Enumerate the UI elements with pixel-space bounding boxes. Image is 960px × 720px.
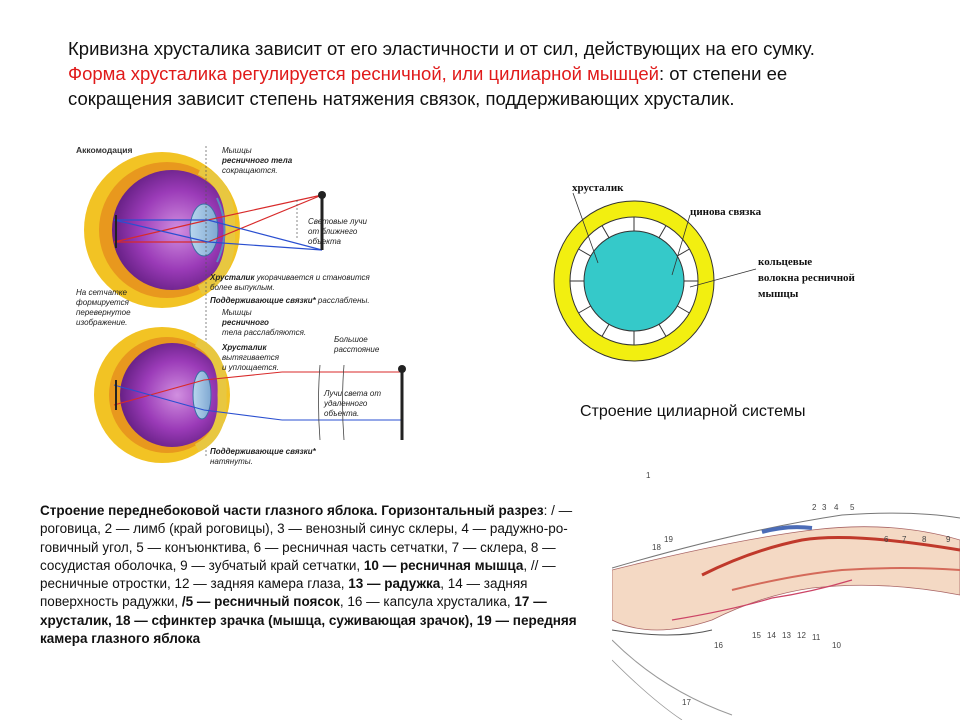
legend-segment: , 16 — капсула хрусталика, bbox=[339, 594, 515, 610]
top-rays-l1: Световые лучи bbox=[308, 217, 367, 226]
section-number-11: 11 bbox=[812, 633, 821, 642]
top-rays-l2: от ближнего bbox=[308, 227, 358, 236]
zonule-fiber bbox=[658, 225, 667, 238]
bottom-ligament-text: натянуты. bbox=[210, 457, 253, 466]
section-number-12: 12 bbox=[797, 631, 806, 640]
intro-part1: Кривизна хрусталика зависит от его эласт… bbox=[68, 38, 815, 59]
intro-part2: : от степени ее сокращения зависит степе… bbox=[68, 63, 788, 109]
distance-l2: расстояние bbox=[333, 345, 380, 354]
bottom-ligament-label: Поддерживающие связки* bbox=[210, 447, 317, 456]
label-zonule: цинова связка bbox=[690, 206, 762, 218]
zonule-fiber bbox=[601, 225, 610, 238]
ciliary-caption: Строение цилиарной системы bbox=[580, 403, 806, 420]
label-ring-l1: кольцевые bbox=[758, 256, 812, 268]
svg-text:Мышцы ресничного тела: Мышцы ресничного тела сокращаются. bbox=[221, 146, 294, 175]
top-muscle-l1: Мышцы bbox=[222, 146, 252, 155]
svg-text:кольцевые волокна реснично: кольцевые волокна ресничной мышцы bbox=[758, 256, 858, 300]
top-ligament-label: Поддерживающие связки* bbox=[210, 296, 317, 305]
top-muscle-l3: сокращаются. bbox=[222, 166, 278, 175]
section-number-16: 16 bbox=[714, 641, 723, 650]
legend-segment: 10 — ресничная мышца bbox=[363, 557, 524, 573]
zonule-fiber bbox=[677, 248, 690, 257]
svg-text:Хрусталик укорачивается и стан: Хрусталик укорачивается и становится бол… bbox=[209, 273, 372, 305]
legend-segment: Строение переднебоковой части глазного я… bbox=[40, 503, 544, 518]
section-number-1: 1 bbox=[646, 471, 651, 480]
zonule-fiber bbox=[578, 248, 591, 257]
legend-segment: /5 — ресничный поясок bbox=[181, 594, 340, 610]
section-number-17: 17 bbox=[682, 698, 691, 707]
svg-text:Хрусталик вытягивается: Хрусталик вытягивается и уплощается. bbox=[221, 343, 281, 372]
zonule-fiber bbox=[677, 305, 690, 314]
top-rays-l3: объекта bbox=[308, 237, 342, 246]
section-number-10: 10 bbox=[832, 641, 841, 650]
label-ring-l2: волокна ресничной bbox=[758, 272, 856, 284]
distance-l1: Большое bbox=[334, 335, 368, 344]
lens-circle bbox=[583, 230, 685, 332]
accommodation-figure: Аккомодация Мышцы ресничного тела сокращ… bbox=[76, 145, 406, 466]
legend-segment: , 14 — задняя поверхность радужки, bbox=[40, 576, 528, 610]
bottom-lens-l3: и уплощается. bbox=[222, 363, 279, 372]
bottom-rays-l3: объекта. bbox=[324, 409, 359, 418]
svg-text:Мышцы ресничного тела: Мышцы ресничного тела расслабляются. bbox=[221, 308, 306, 337]
svg-text:Поддерживающие связки* нат: Поддерживающие связки* натянуты. bbox=[210, 447, 318, 466]
legend-segment: 17 — хрусталик, 18 — сфинктер зрачка bbox=[40, 594, 547, 628]
section-number-9: 9 bbox=[946, 535, 951, 544]
section-number-3: 3 bbox=[822, 503, 827, 512]
top-muscle-l2: ресничного тела bbox=[221, 156, 293, 165]
ciliary-system-diagram: хрусталик цинова связка кольцевые волокн… bbox=[553, 182, 858, 362]
svg-text:Большое расстояние: Большое расстояние bbox=[333, 335, 380, 354]
svg-text:Световые лучи от ближнего: Световые лучи от ближнего объекта bbox=[308, 217, 369, 246]
intro-highlight: Форма хрусталика регулируется ресничной,… bbox=[68, 63, 660, 84]
zonule-fiber bbox=[578, 305, 591, 314]
top-lens-label: Хрусталик bbox=[209, 273, 255, 282]
legend-segment: 13 — радужка bbox=[348, 576, 441, 592]
eye-far-illustration bbox=[94, 327, 406, 463]
top-lens-text: укорачивается и становится bbox=[255, 273, 371, 282]
bottom-lens-l2: вытягивается bbox=[222, 353, 280, 362]
legend-segment: , // — ресничные отростки, 12 — задняя к… bbox=[40, 557, 556, 592]
eye-near-illustration bbox=[84, 152, 326, 308]
label-ring-l3: мышцы bbox=[758, 288, 799, 300]
bottom-rays-l1: Лучи света от bbox=[323, 389, 381, 398]
retina-l2: формируется bbox=[76, 298, 130, 307]
section-number-6: 6 bbox=[884, 535, 889, 544]
section-number-7: 7 bbox=[902, 535, 907, 544]
zonule-fiber bbox=[601, 324, 610, 337]
section-number-4: 4 bbox=[834, 503, 839, 512]
retina-l4: изображение. bbox=[76, 318, 127, 327]
retina-l3: перевернутое bbox=[76, 308, 131, 317]
svg-text:Лучи света от удаленного: Лучи света от удаленного объекта. bbox=[323, 389, 383, 418]
label-lens: хрусталик bbox=[572, 182, 624, 194]
legend-segment: (мышца, суживающая зрачок), 19 — передня… bbox=[40, 612, 577, 647]
retina-l1: На сетчатке bbox=[76, 288, 128, 297]
zonule-fibers bbox=[570, 217, 698, 345]
svg-text:На сетчатке формируется: На сетчатке формируется перевернутое изо… bbox=[76, 288, 133, 327]
section-number-2: 2 bbox=[812, 503, 817, 512]
figure-legend: Строение переднебоковой части глазного я… bbox=[40, 502, 580, 648]
top-lens-text2: более выпуклым. bbox=[210, 283, 275, 292]
top-ligament-text: расслаблены. bbox=[316, 296, 370, 305]
bottom-rays-l2: удаленного bbox=[323, 399, 368, 408]
section-number-19: 19 bbox=[664, 535, 673, 544]
section-number-15: 15 bbox=[752, 631, 761, 640]
bottom-muscle-l2: ресничного bbox=[221, 318, 269, 327]
accommodation-title: Аккомодация bbox=[76, 145, 132, 155]
section-number-5: 5 bbox=[850, 503, 855, 512]
section-number-14: 14 bbox=[767, 631, 776, 640]
section-number-8: 8 bbox=[922, 535, 927, 544]
section-number-13: 13 bbox=[782, 631, 791, 640]
section-number-18: 18 bbox=[652, 543, 661, 552]
bottom-lens-l1: Хрусталик bbox=[221, 343, 267, 352]
intro-text: Кривизна хрусталика зависит от его эласт… bbox=[68, 36, 868, 111]
bottom-muscle-l1: Мышцы bbox=[222, 308, 252, 317]
bottom-muscle-l3: тела расслабляются. bbox=[222, 328, 306, 337]
legend-segment: : / — роговица, 2 — лимб (край роговицы)… bbox=[40, 503, 573, 573]
zonule-fiber bbox=[658, 324, 667, 337]
